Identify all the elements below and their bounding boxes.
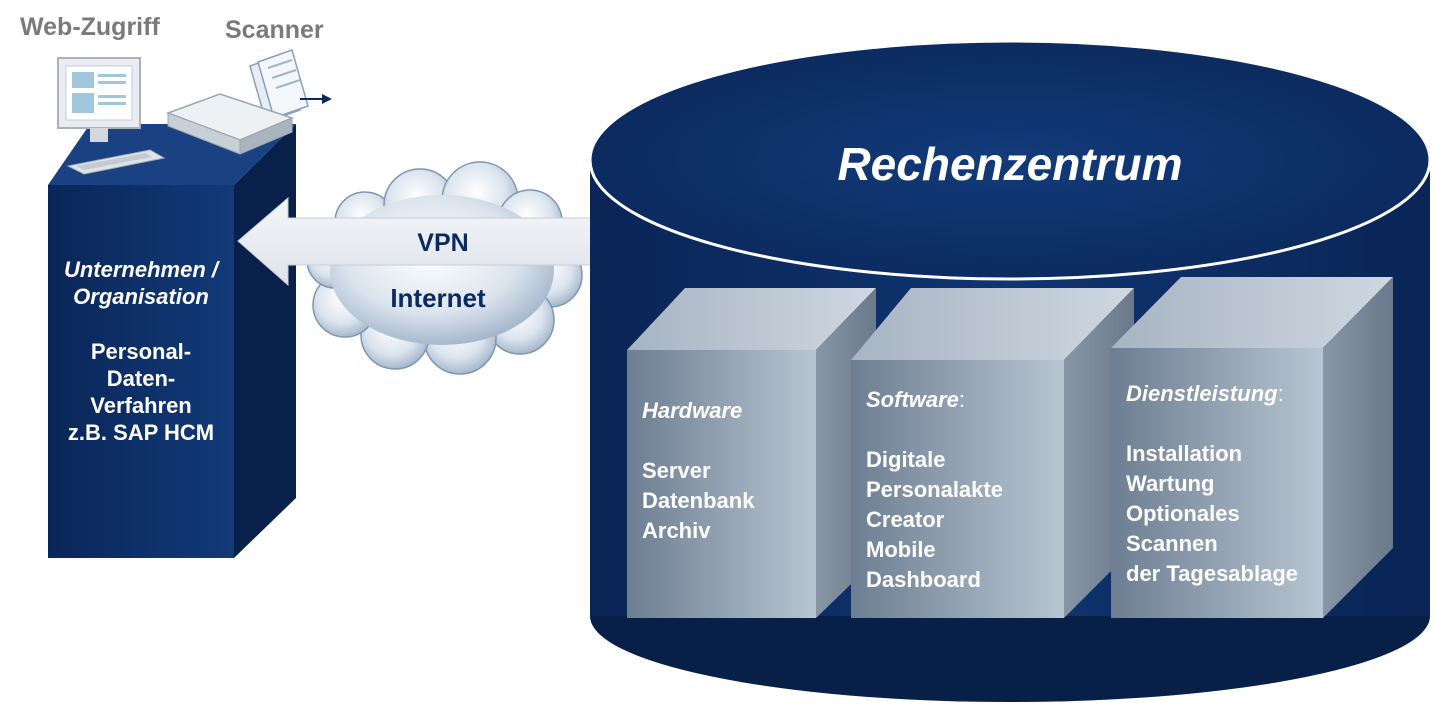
hardware-item-2: Datenbank: [642, 488, 755, 513]
scanner-icon: [165, 49, 332, 155]
software-box: [851, 288, 1134, 618]
software-title-text: Software: [866, 387, 959, 412]
internet-label: Internet: [390, 283, 486, 313]
service-title-colon: :: [1278, 381, 1284, 406]
software-item-2: Personalakte: [866, 477, 1003, 502]
service-title-text: Dienstleistung: [1126, 381, 1278, 406]
service-title: Dienstleistung:: [1126, 381, 1284, 406]
software-title: Software:: [866, 387, 965, 412]
organisation-body-line1: Personal-: [91, 339, 191, 364]
service-item-1: Installation: [1126, 441, 1242, 466]
software-item-5: Dashboard: [866, 567, 981, 592]
software-item-3: Creator: [866, 507, 945, 532]
service-item-3: Optionales: [1126, 501, 1240, 526]
hardware-item-1: Server: [642, 458, 711, 483]
service-item-5: der Tagesablage: [1126, 561, 1298, 586]
hardware-title-text: Hardware: [642, 398, 742, 423]
hardware-title: Hardware: [642, 398, 742, 423]
vpn-label: VPN: [417, 229, 468, 257]
service-box: [1111, 277, 1393, 618]
software-item-1: Digitale: [866, 447, 945, 472]
software-item-4: Mobile: [866, 537, 936, 562]
computer-icon: [57, 57, 166, 175]
hardware-box: [627, 288, 876, 618]
organisation-body-line3: Verfahren: [90, 393, 192, 418]
organisation-title-line1: Unternehmen /: [64, 257, 221, 282]
scanner-label: Scanner: [225, 16, 324, 44]
organisation-title-line2: Organisation: [73, 284, 209, 309]
service-item-2: Wartung: [1126, 471, 1214, 496]
datacenter-title: Rechenzentrum: [837, 138, 1182, 190]
web-access-label: Web-Zugriff: [20, 13, 160, 41]
software-title-colon: :: [959, 387, 965, 412]
internet-cloud: [306, 161, 583, 375]
hardware-item-3: Archiv: [642, 518, 711, 543]
service-item-4: Scannen: [1126, 531, 1218, 556]
organisation-body-line2: Daten-: [107, 366, 175, 391]
organisation-body-line4: z.B. SAP HCM: [68, 420, 214, 445]
